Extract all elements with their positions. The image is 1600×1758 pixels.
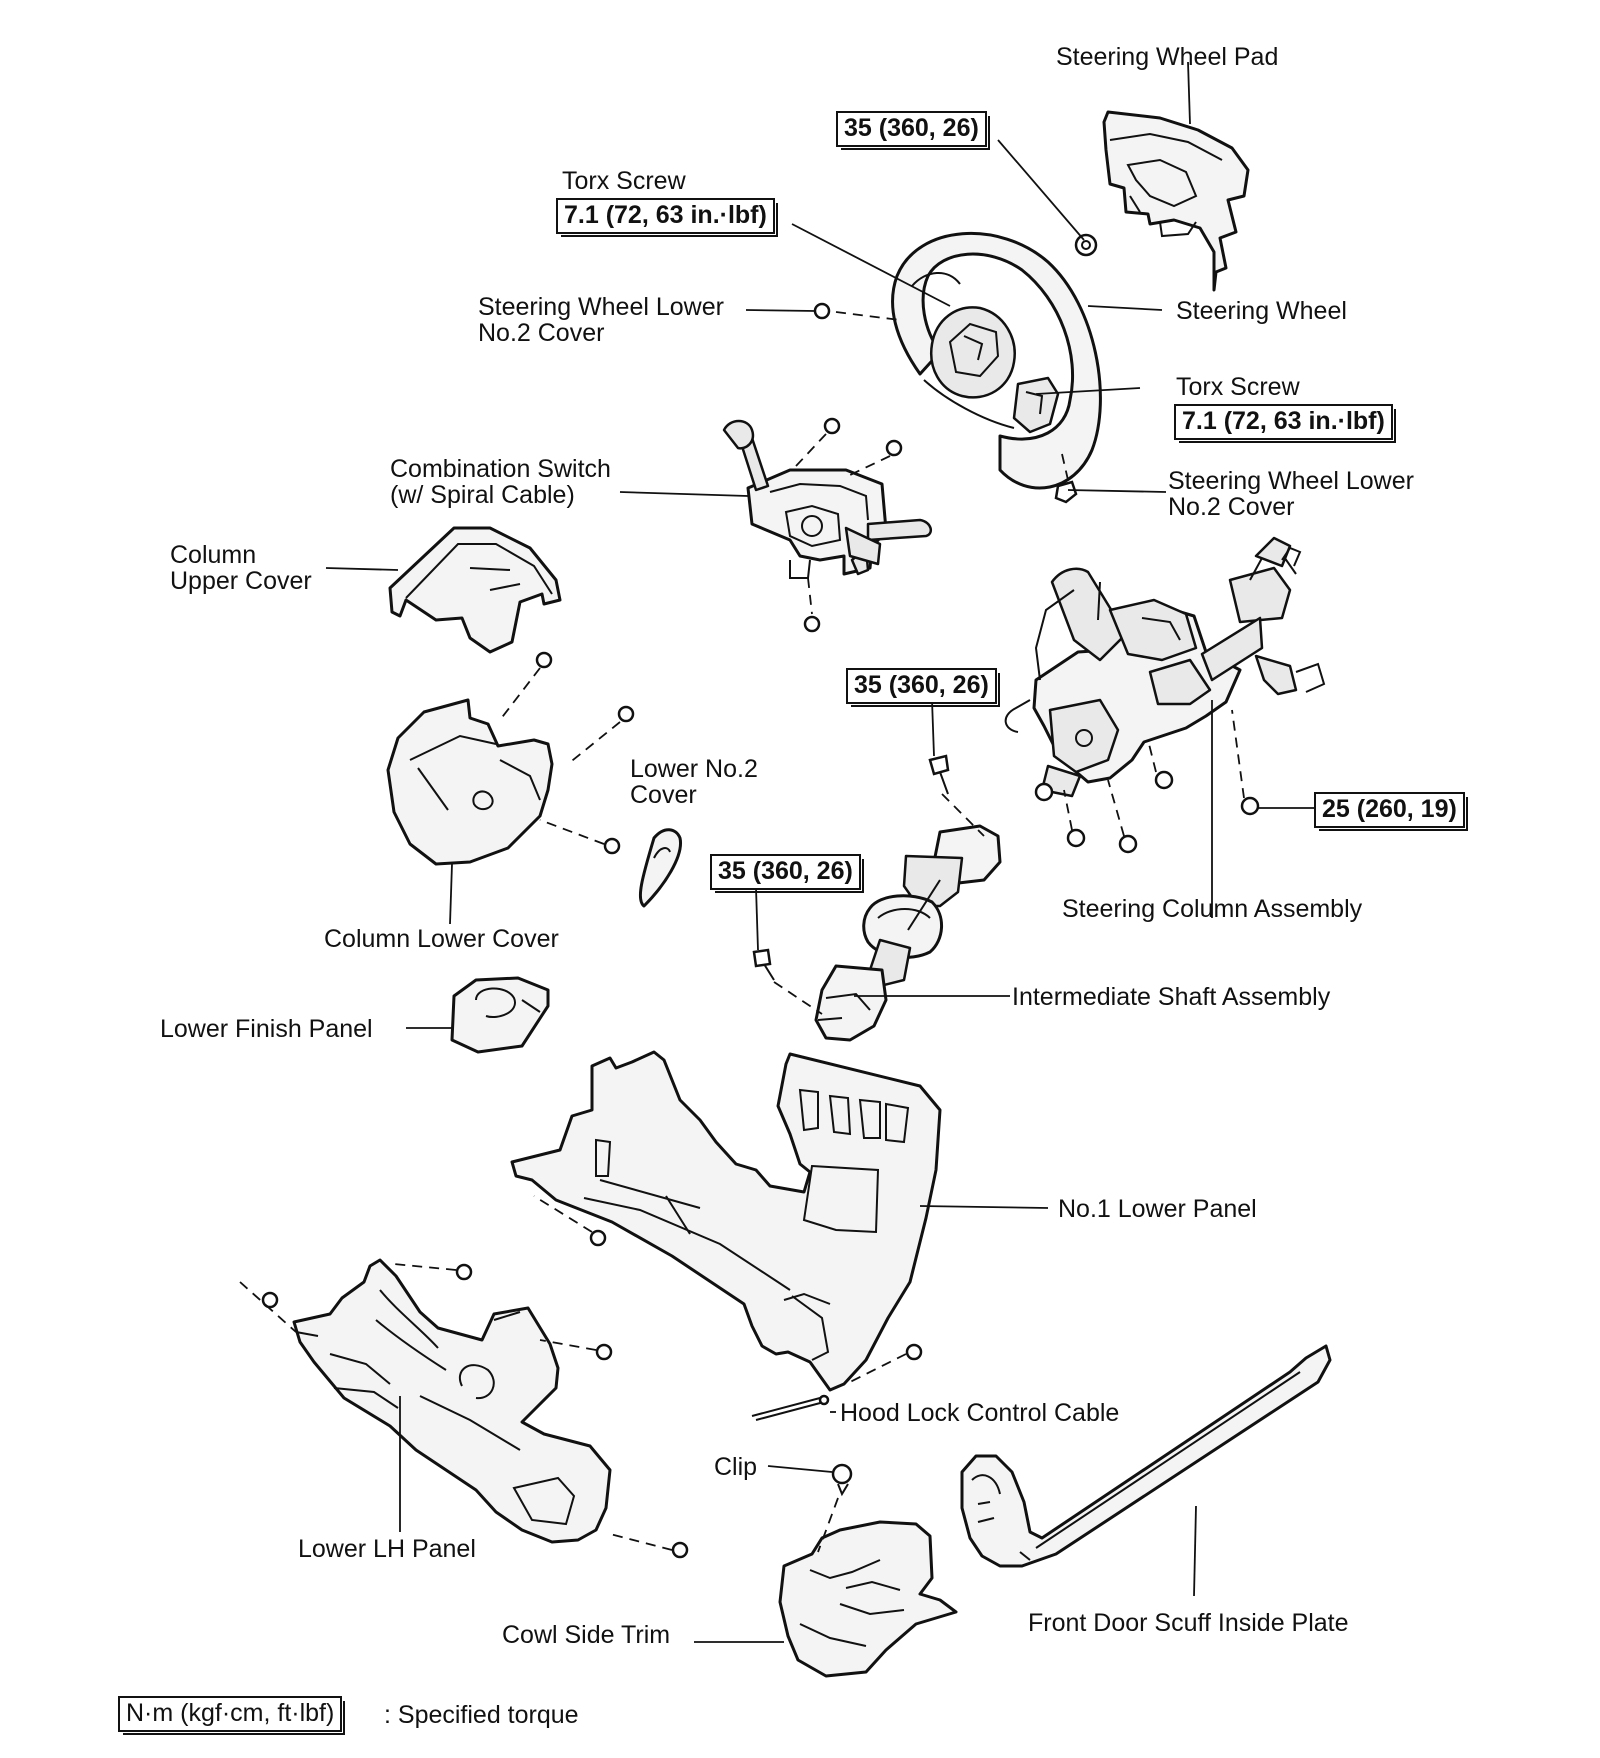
steering-wheel-pad [1102,110,1250,292]
label-cowl-side-trim: Cowl Side Trim [502,1621,671,1649]
label-steering-wheel-lower-cover-left-line1: Steering Wheel Lower [478,293,724,321]
torque-box-shaft-upper: 35 (360, 26) [846,668,1000,707]
switch-screw-2 [885,439,903,457]
label-column-lower-cover: Column Lower Cover [324,925,559,953]
label-combination-switch-line2: (w/ Spiral Cable) [390,481,575,509]
label-steering-wheel-lower-cover-left: Steering Wheel Lower No.2 Cover [478,294,724,346]
label-lower-lh-panel: Lower LH Panel [298,1535,476,1563]
label-steering-wheel-lower-cover-left-line2: No.2 Cover [478,319,605,347]
label-front-door-scuff-inside-plate: Front Door Scuff Inside Plate [1028,1609,1349,1637]
label-clip: Clip [714,1453,758,1481]
assembly-dash-lines [239,311,1245,1553]
lower-cover-screw-1 [617,705,635,723]
label-combination-switch-line1: Combination Switch [390,455,611,483]
label-column-upper-cover-line1: Column [170,541,257,569]
steering-wheel-nut [1074,233,1098,257]
intermediate-shaft-assembly [814,824,1002,1042]
column-lower-cover [386,698,554,866]
shaft-bolt-upper [928,754,950,795]
label-column-upper-cover: Column Upper Cover [170,542,312,594]
label-lower-finish-panel: Lower Finish Panel [160,1015,373,1043]
front-door-scuff-inside-plate [960,1344,1332,1568]
label-steering-column-assembly: Steering Column Assembly [1062,895,1363,923]
torque-box-torx-right: 7.1 (72, 63 in.·lbf) [1174,404,1396,443]
column-nut-1 [1154,770,1174,790]
label-hood-lock-control-cable: Hood Lock Control Cable [840,1399,1120,1427]
label-steering-wheel: Steering Wheel [1176,297,1347,325]
torque-box-shaft-lower: 35 (360, 26) [710,854,864,893]
lower-finish-panel [450,976,550,1054]
lower-cover-screw-2 [603,837,621,855]
label-torx-screw-left: Torx Screw [562,167,686,195]
leader-lines [325,61,1316,1643]
switch-screw-3 [803,615,821,633]
legend-unit-box: N·m (kgf·cm, ft·lbf) [118,1696,346,1735]
steering-wheel [891,231,1102,490]
label-steering-wheel-lower-cover-right: Steering Wheel Lower No.2 Cover [1168,468,1414,520]
label-no1-lower-panel: No.1 Lower Panel [1058,1195,1257,1223]
label-steering-wheel-lower-cover-right-line2: No.2 Cover [1168,493,1295,521]
label-lower-no2-cover-line2: Cover [630,781,697,809]
no1-panel-screw-2 [905,1343,923,1361]
no1-lower-panel [510,1050,942,1392]
label-combination-switch: Combination Switch (w/ Spiral Cable) [390,456,611,508]
switch-screw-1 [823,417,841,435]
lh-panel-screw-3 [595,1343,613,1361]
torque-box-torx-left: 7.1 (72, 63 in.·lbf) [556,198,778,237]
label-steering-wheel-pad: Steering Wheel Pad [1056,43,1279,71]
label-column-upper-cover-line2: Upper Cover [170,567,312,595]
clip [831,1463,853,1497]
label-lower-no2-cover-line1: Lower No.2 [630,755,758,783]
column-nut-2 [1066,828,1086,848]
column-nut-3 [1118,834,1138,854]
column-upper-cover [388,526,562,654]
shaft-bolt-lower [752,948,775,981]
no1-panel-screw-1 [589,1229,607,1247]
lower-no2-cover [638,828,682,908]
label-torx-screw-right: Torx Screw [1176,373,1300,401]
cover-screw-right [1054,480,1078,504]
lower-lh-panel [292,1258,612,1544]
label-lower-no2-cover: Lower No.2 Cover [630,756,758,808]
lh-panel-screw-4 [671,1541,689,1559]
upper-cover-screw [535,651,553,669]
cowl-side-trim [778,1520,958,1678]
legend-text: : Specified torque [384,1701,579,1729]
torque-box-column-nut: 25 (260, 19) [1314,792,1468,831]
torque-box-wheel-nut: 35 (360, 26) [836,111,990,150]
cover-screw-left [813,302,831,320]
lh-panel-screw-2 [455,1263,473,1281]
combination-switch [722,419,933,579]
lh-panel-screw-1 [261,1291,279,1309]
hood-lock-control-cable [751,1394,830,1421]
steering-column-assembly [1004,536,1326,802]
label-steering-wheel-lower-cover-right-line1: Steering Wheel Lower [1168,467,1414,495]
column-nut-4 [1240,796,1260,816]
label-intermediate-shaft-assembly: Intermediate Shaft Assembly [1012,983,1331,1011]
